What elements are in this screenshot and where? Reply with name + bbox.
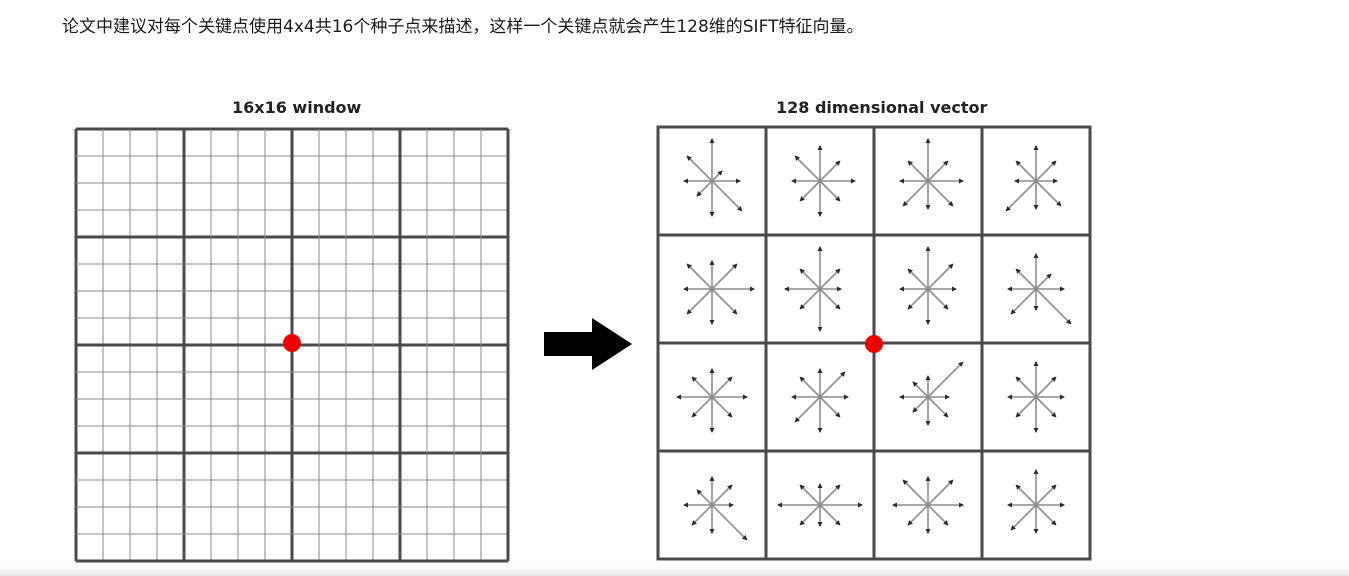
orientation-arrow xyxy=(927,479,954,506)
orientation-arrow xyxy=(927,396,949,418)
orientation-histogram xyxy=(898,361,964,427)
orientation-arrow xyxy=(912,381,929,398)
orientation-arrow xyxy=(1010,288,1037,315)
orientation-arrow xyxy=(927,180,954,207)
orientation-arrow xyxy=(1035,180,1062,207)
orientation-arrow xyxy=(819,396,841,418)
orientation-arrow xyxy=(819,268,841,290)
orientation-arrow xyxy=(686,155,713,182)
bottom-shade xyxy=(0,566,1349,576)
orientation-histogram xyxy=(675,367,749,434)
orientation-arrow xyxy=(819,484,841,506)
orientation-histogram xyxy=(1006,252,1072,325)
orientation-arrow xyxy=(819,160,841,182)
orientation-arrow xyxy=(711,484,733,506)
orientation-arrow xyxy=(711,288,738,315)
orientation-arrow xyxy=(794,155,821,182)
orientation-arrow xyxy=(1035,288,1072,325)
orientation-arrow xyxy=(819,371,846,398)
orientation-arrow xyxy=(907,504,929,526)
orientation-arrow xyxy=(907,160,929,182)
orientation-arrow xyxy=(1035,504,1057,526)
orientation-histogram xyxy=(898,137,965,211)
orientation-arrow xyxy=(711,263,738,290)
orientation-arrow xyxy=(686,263,713,290)
orientation-histogram xyxy=(1005,144,1062,212)
orientation-arrow xyxy=(691,376,713,398)
orientation-arrow xyxy=(1015,484,1037,506)
orientation-arrow xyxy=(1015,396,1037,418)
orientation-arrow xyxy=(1005,180,1037,212)
orientation-arrow xyxy=(1035,160,1057,182)
orientation-arrow xyxy=(799,376,821,398)
keypoint-dot xyxy=(865,335,883,353)
orientation-arrow xyxy=(927,160,949,182)
orientation-arrow xyxy=(1035,273,1052,290)
pixel-window-grid xyxy=(74,127,510,563)
orientation-arrow xyxy=(1015,268,1037,290)
orientation-arrow xyxy=(691,504,713,526)
orientation-histogram xyxy=(790,367,850,434)
orientation-histogram xyxy=(682,259,756,326)
orientation-arrow xyxy=(1035,396,1057,418)
orientation-arrow xyxy=(799,504,821,526)
orientation-arrow xyxy=(902,479,929,506)
orientation-arrow xyxy=(1010,504,1037,531)
orientation-arrow xyxy=(907,288,929,310)
orientation-histogram xyxy=(891,475,965,535)
orientation-arrow xyxy=(1035,484,1057,506)
orientation-arrow xyxy=(927,361,964,398)
orientation-arrow xyxy=(711,170,723,182)
orientation-arrow xyxy=(686,288,713,315)
orientation-arrow xyxy=(1015,160,1037,182)
orientation-arrow xyxy=(912,396,929,413)
orientation-arrow xyxy=(696,489,713,506)
orientation-histogram xyxy=(776,482,864,528)
orientation-histogram xyxy=(682,475,748,541)
orientation-arrow xyxy=(819,288,841,310)
intro-paragraph: 论文中建议对每个关键点使用4x4共16个种子点来描述，这样一个关键点就会产生12… xyxy=(62,17,864,37)
keypoint-dot xyxy=(283,334,301,352)
orientation-arrow xyxy=(907,268,929,290)
orientation-arrow xyxy=(711,180,743,212)
orientation-arrow xyxy=(691,396,713,418)
orientation-arrow xyxy=(711,376,733,398)
orientation-arrow xyxy=(799,484,821,506)
right-arrow-icon xyxy=(544,318,632,370)
orientation-histogram xyxy=(898,245,958,326)
orientation-histogram xyxy=(783,245,843,333)
orientation-arrow xyxy=(799,180,821,202)
orientation-arrow xyxy=(927,288,949,310)
orientation-histogram xyxy=(1006,468,1066,535)
orientation-arrow xyxy=(711,504,748,541)
orientation-arrow xyxy=(794,396,821,423)
left-panel-title: 16x16 window xyxy=(232,98,362,117)
orientation-arrow xyxy=(799,288,821,310)
orientation-arrow xyxy=(1015,376,1037,398)
orientation-arrow xyxy=(927,504,949,526)
orientation-arrow xyxy=(819,180,841,202)
orientation-arrow xyxy=(696,180,713,197)
orientation-arrow xyxy=(902,180,929,207)
orientation-histogram xyxy=(1006,360,1066,434)
orientation-histogram xyxy=(790,144,857,218)
orientation-histogram xyxy=(682,137,743,218)
orientation-arrow xyxy=(799,268,821,290)
orientation-arrow xyxy=(819,504,841,526)
orientation-arrow xyxy=(1035,376,1057,398)
orientation-arrow xyxy=(711,396,733,418)
right-panel-title: 128 dimensional vector xyxy=(776,98,988,117)
right-arrow-shape xyxy=(544,318,632,370)
orientation-arrow xyxy=(927,263,954,290)
descriptor-grid xyxy=(656,125,1092,561)
